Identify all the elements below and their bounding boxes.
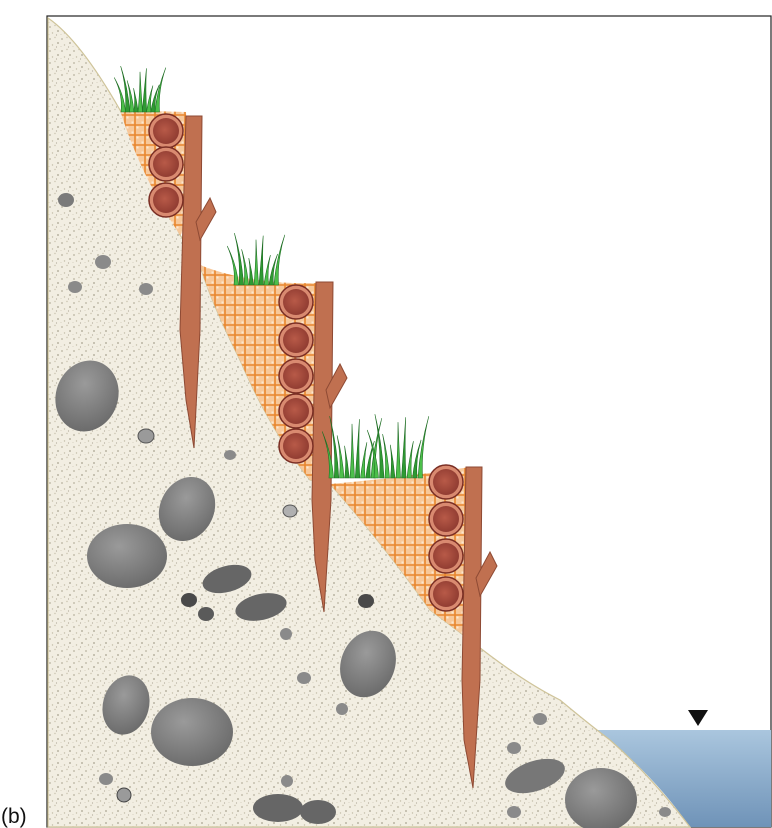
log-cross-section <box>279 429 313 463</box>
rock <box>58 193 74 207</box>
rock <box>68 281 82 293</box>
rock <box>281 775 293 787</box>
log-cross-section <box>279 359 313 393</box>
rock <box>151 698 233 766</box>
rock <box>117 788 131 802</box>
rock <box>253 794 303 822</box>
log-cross-section <box>279 394 313 428</box>
log-cross-section <box>279 285 313 319</box>
rock <box>336 703 348 715</box>
rock <box>224 450 236 460</box>
log-cross-section <box>429 502 463 536</box>
rock <box>99 773 113 785</box>
log-cross-section <box>279 323 313 357</box>
log-cross-section <box>149 114 183 148</box>
rock <box>300 800 336 824</box>
panel-label: (b) <box>1 806 27 828</box>
rock <box>87 524 167 588</box>
rock <box>659 807 671 817</box>
rock <box>297 672 311 684</box>
rock <box>198 607 214 621</box>
rock <box>181 593 197 607</box>
rock <box>283 505 297 517</box>
log-cross-section <box>429 539 463 573</box>
rock <box>139 283 153 295</box>
log-cross-section <box>149 183 183 217</box>
log-cross-section <box>429 577 463 611</box>
rock <box>280 628 292 640</box>
rock <box>507 742 521 754</box>
rock <box>138 429 154 443</box>
log-cross-section <box>149 147 183 181</box>
rock <box>533 713 547 725</box>
rock <box>95 255 111 269</box>
rock <box>358 594 374 608</box>
rock <box>507 806 521 818</box>
log-cross-section <box>429 465 463 499</box>
